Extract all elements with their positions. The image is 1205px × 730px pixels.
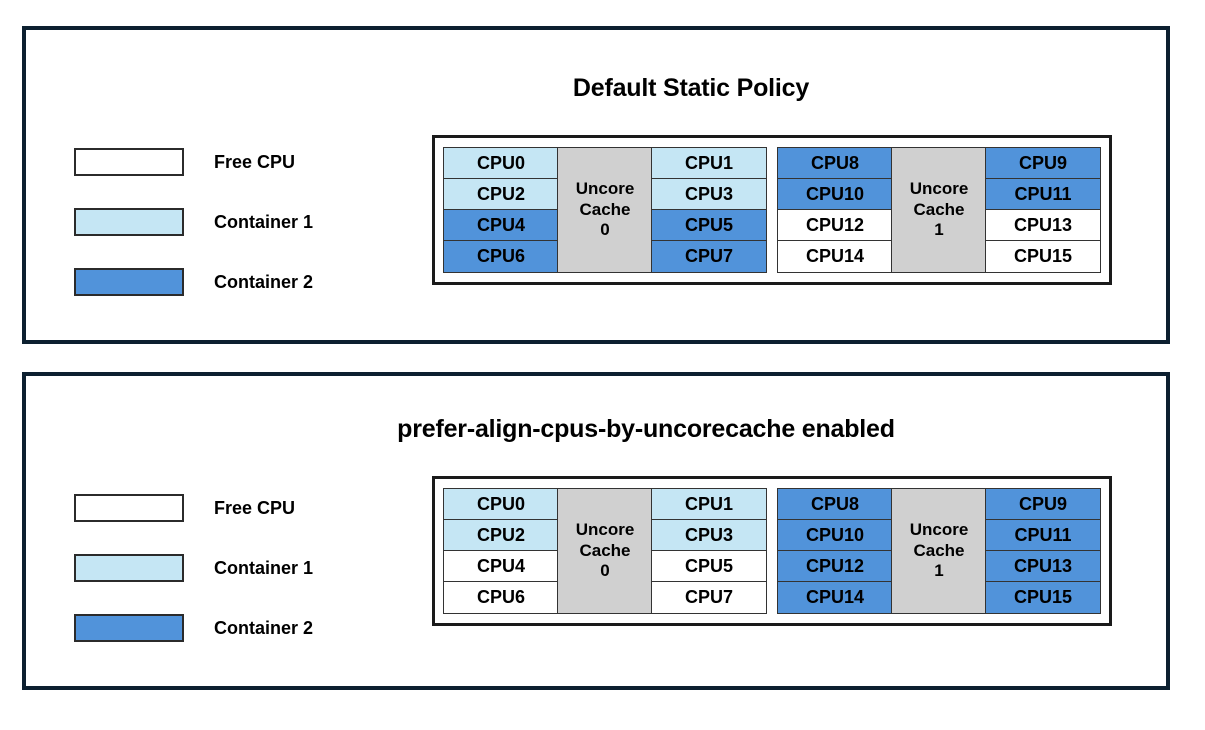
cache-index: 0 — [600, 220, 610, 240]
uncore-cache-box: Uncore Cache 1 — [891, 147, 987, 273]
cpu-column-left: CPU0 CPU2 CPU4 CPU6 — [443, 147, 559, 273]
cpu-cell: CPU3 — [651, 519, 767, 552]
legend-item-container-1: Container 1 — [74, 192, 313, 252]
cache-label-line: Cache — [913, 199, 965, 219]
legend-item-free-cpu: Free CPU — [74, 132, 313, 192]
legend-label-free-cpu: Free CPU — [214, 151, 296, 172]
cpu-cell: CPU12 — [777, 550, 893, 583]
legend-item-container-2: Container 2 — [74, 598, 313, 658]
cpu-cell: CPU6 — [443, 581, 559, 614]
cpu-cell: CPU9 — [985, 488, 1101, 521]
legend: Free CPU Container 1 Container 2 — [74, 478, 313, 658]
cpu-topology-diagram: CPU0 CPU2 CPU4 CPU6 Uncore Cache 0 CPU1 … — [432, 135, 1112, 285]
legend-swatch-free-cpu — [74, 148, 184, 176]
cpu-cell: CPU12 — [777, 209, 893, 242]
cpu-column-right: CPU1 CPU3 CPU5 CPU7 — [651, 488, 767, 614]
legend-item-container-2: Container 2 — [74, 252, 313, 312]
cpu-cell: CPU3 — [651, 178, 767, 211]
cpu-cell: CPU15 — [985, 581, 1101, 614]
uncore-cache-box: Uncore Cache 0 — [557, 488, 653, 614]
cpu-cell: CPU14 — [777, 581, 893, 614]
cpu-cell: CPU11 — [985, 519, 1101, 552]
cpu-column-right: CPU9 CPU11 CPU13 CPU15 — [985, 147, 1101, 273]
cpu-cell: CPU1 — [651, 147, 767, 180]
cpu-topology-diagram: CPU0 CPU2 CPU4 CPU6 Uncore Cache 0 CPU1 … — [432, 476, 1112, 626]
cpu-cell: CPU13 — [985, 209, 1101, 242]
cpu-cell: CPU2 — [443, 519, 559, 552]
cpu-column-left: CPU8 CPU10 CPU12 CPU14 — [777, 147, 893, 273]
uncore-cache-box: Uncore Cache 1 — [891, 488, 987, 614]
cpu-cell: CPU8 — [777, 488, 893, 521]
cache-label-line: Uncore — [575, 178, 635, 198]
cpu-cell: CPU2 — [443, 178, 559, 211]
page-title: prefer-align-cpus-by-uncorecache enabled — [397, 415, 895, 443]
page-title: Default Static Policy — [572, 74, 810, 102]
cpu-column-right: CPU9 CPU11 CPU13 CPU15 — [985, 488, 1101, 614]
legend-swatch-container-2 — [74, 614, 184, 642]
cpu-cell: CPU7 — [651, 581, 767, 614]
uncore-cache-box: Uncore Cache 0 — [557, 147, 653, 273]
legend-item-free-cpu: Free CPU — [74, 478, 313, 538]
cpu-column-left: CPU8 CPU10 CPU12 CPU14 — [777, 488, 893, 614]
cache-label-line: Uncore — [575, 519, 635, 539]
cpu-cell: CPU10 — [777, 178, 893, 211]
cpu-cell: CPU8 — [777, 147, 893, 180]
cpu-cell: CPU7 — [651, 240, 767, 273]
uncore-cache-group-1: CPU8 CPU10 CPU12 CPU14 Uncore Cache 1 CP… — [777, 488, 1101, 614]
cache-index: 1 — [934, 220, 944, 240]
legend-label-container-1: Container 1 — [214, 211, 314, 232]
cpu-cell: CPU5 — [651, 209, 767, 242]
cache-label-line: Cache — [579, 199, 631, 219]
legend-swatch-free-cpu — [74, 494, 184, 522]
cpu-cell: CPU5 — [651, 550, 767, 583]
cpu-cell: CPU10 — [777, 519, 893, 552]
uncore-cache-group-1: CPU8 CPU10 CPU12 CPU14 Uncore Cache 1 CP… — [777, 147, 1101, 273]
cache-index: 0 — [600, 561, 610, 581]
legend-label-container-2: Container 2 — [214, 271, 314, 292]
panel-prefer-align-cpus-by-uncorecache: prefer-align-cpus-by-uncorecache enabled… — [22, 372, 1170, 690]
cache-label-line: Uncore — [909, 178, 969, 198]
cache-index: 1 — [934, 561, 944, 581]
cpu-cell: CPU11 — [985, 178, 1101, 211]
legend-label-free-cpu: Free CPU — [214, 497, 296, 518]
legend-swatch-container-2 — [74, 268, 184, 296]
cache-label-line: Cache — [579, 540, 631, 560]
cpu-cell: CPU15 — [985, 240, 1101, 273]
uncore-cache-group-0: CPU0 CPU2 CPU4 CPU6 Uncore Cache 0 CPU1 … — [443, 147, 767, 273]
legend-label-container-2: Container 2 — [214, 617, 314, 638]
cpu-cell: CPU1 — [651, 488, 767, 521]
cache-label-line: Uncore — [909, 519, 969, 539]
cpu-column-left: CPU0 CPU2 CPU4 CPU6 — [443, 488, 559, 614]
uncore-cache-group-0: CPU0 CPU2 CPU4 CPU6 Uncore Cache 0 CPU1 … — [443, 488, 767, 614]
cpu-cell: CPU9 — [985, 147, 1101, 180]
cpu-cell: CPU13 — [985, 550, 1101, 583]
cpu-cell: CPU4 — [443, 209, 559, 242]
cpu-cell: CPU14 — [777, 240, 893, 273]
panel-default-static-policy: Default Static Policy Free CPU Container… — [22, 26, 1170, 344]
legend: Free CPU Container 1 Container 2 — [74, 132, 313, 312]
cpu-cell: CPU6 — [443, 240, 559, 273]
legend-swatch-container-1 — [74, 208, 184, 236]
cpu-cell: CPU4 — [443, 550, 559, 583]
legend-item-container-1: Container 1 — [74, 538, 313, 598]
cpu-cell: CPU0 — [443, 147, 559, 180]
legend-label-container-1: Container 1 — [214, 557, 314, 578]
cache-label-line: Cache — [913, 540, 965, 560]
legend-swatch-container-1 — [74, 554, 184, 582]
cpu-cell: CPU0 — [443, 488, 559, 521]
cpu-column-right: CPU1 CPU3 CPU5 CPU7 — [651, 147, 767, 273]
